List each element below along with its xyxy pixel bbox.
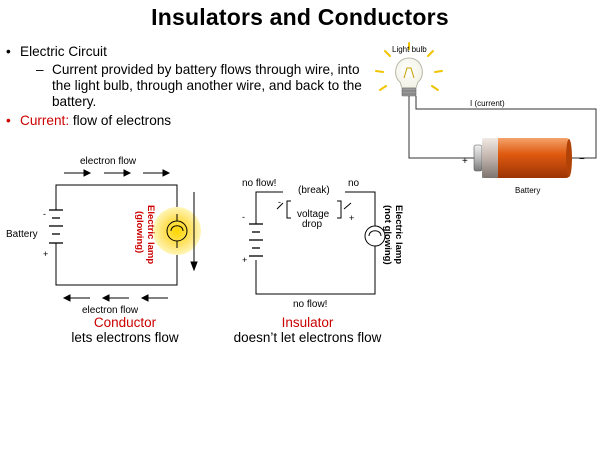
conductor-wire	[55, 184, 178, 286]
insulator-caption: Insulator doesn’t let electrons flow	[215, 315, 400, 345]
light-bulb-icon	[395, 57, 423, 97]
top-right-wire	[408, 96, 597, 159]
battery-label: Battery	[515, 186, 540, 195]
sub-bullet-current-path: – Current provided by battery flows thro…	[6, 62, 376, 110]
conductor-battery-minus: -	[43, 209, 46, 219]
voltage-drop-plus: +	[349, 213, 354, 223]
battery-plus-sign: +	[462, 156, 468, 167]
bullet-current: • Current: flow of electrons	[6, 113, 376, 129]
electron-flow-bottom-arrows	[62, 294, 168, 302]
conductor-caption: Conductor lets electrons flow	[60, 315, 190, 345]
conductor-battery-plus: +	[43, 249, 48, 259]
bullet-electric-circuit: • Electric Circuit	[6, 44, 376, 60]
insulator-wire	[255, 191, 376, 295]
insulator-battery-minus: -	[242, 212, 245, 222]
sub-bullet-dash: –	[36, 62, 44, 77]
insulator-caption-subtitle: doesn’t let electrons flow	[233, 330, 382, 345]
conductor-lamp-label-line1: Electric lamp	[145, 205, 156, 264]
conductor-battery-symbol	[49, 209, 63, 244]
conductor-circuit: electron flow Battery - +	[6, 156, 201, 316]
electron-flow-bottom-label: electron flow	[82, 305, 139, 316]
bullet-text: Electric Circuit	[20, 44, 107, 59]
electron-flow-top-arrows	[64, 169, 171, 177]
insulator-caption-title: Insulator	[281, 315, 334, 330]
conductor-lamp-label: Electric lamp (glowing)	[134, 205, 156, 267]
battery-minus-sign: −	[579, 154, 585, 165]
bullet-current-definition: flow of electrons	[69, 113, 172, 128]
bullet-list: • Electric Circuit – Current provided by…	[6, 44, 376, 129]
light-bulb-rays	[375, 42, 443, 91]
current-label: I (current)	[470, 99, 505, 108]
drop-label: drop	[302, 219, 322, 230]
voltage-drop-markers	[276, 200, 352, 219]
no-flow-left-label: no flow!	[242, 178, 276, 189]
lamp-glow	[153, 207, 201, 255]
insulator-circuit: no flow! no (break) - + voltage drop - +	[242, 178, 404, 310]
insulator-lamp-label: Electric lamp (not glowing)	[382, 205, 404, 267]
unlit-lamp-icon	[364, 225, 386, 247]
conductor-lamp-label-line2: (glowing)	[134, 211, 145, 253]
bullet-dot: •	[6, 44, 11, 59]
insulator-lamp-label-line1: Electric lamp	[393, 205, 404, 264]
break-label: (break)	[298, 185, 330, 196]
sub-bullet-text: Current provided by battery flows throug…	[52, 62, 362, 109]
conductor-caption-subtitle: lets electrons flow	[71, 330, 179, 345]
electron-flow-right-arrow	[190, 192, 198, 272]
insulator-battery-plus: +	[242, 255, 247, 265]
insulator-lamp-label-line2: (not glowing)	[382, 205, 393, 265]
electron-flow-top-label: electron flow	[80, 156, 137, 167]
voltage-drop-minus: -	[278, 197, 281, 207]
insulator-battery-symbol	[249, 223, 263, 257]
no-right-label: no	[348, 178, 360, 189]
voltage-label: voltage	[297, 209, 330, 220]
bullet-current-term: Current:	[20, 113, 70, 128]
slide-title: Insulators and Conductors	[151, 4, 449, 30]
bulb-battery-illustration: Light bulb I (current) + − Battery	[375, 42, 597, 195]
glowing-lamp-icon	[166, 214, 188, 248]
battery-illustration	[473, 138, 572, 178]
bullet-dot: •	[6, 113, 11, 128]
light-bulb-label: Light bulb	[392, 45, 427, 54]
no-flow-bottom-label: no flow!	[293, 299, 327, 310]
conductor-battery-label: Battery	[6, 229, 38, 240]
conductor-caption-title: Conductor	[93, 315, 157, 330]
